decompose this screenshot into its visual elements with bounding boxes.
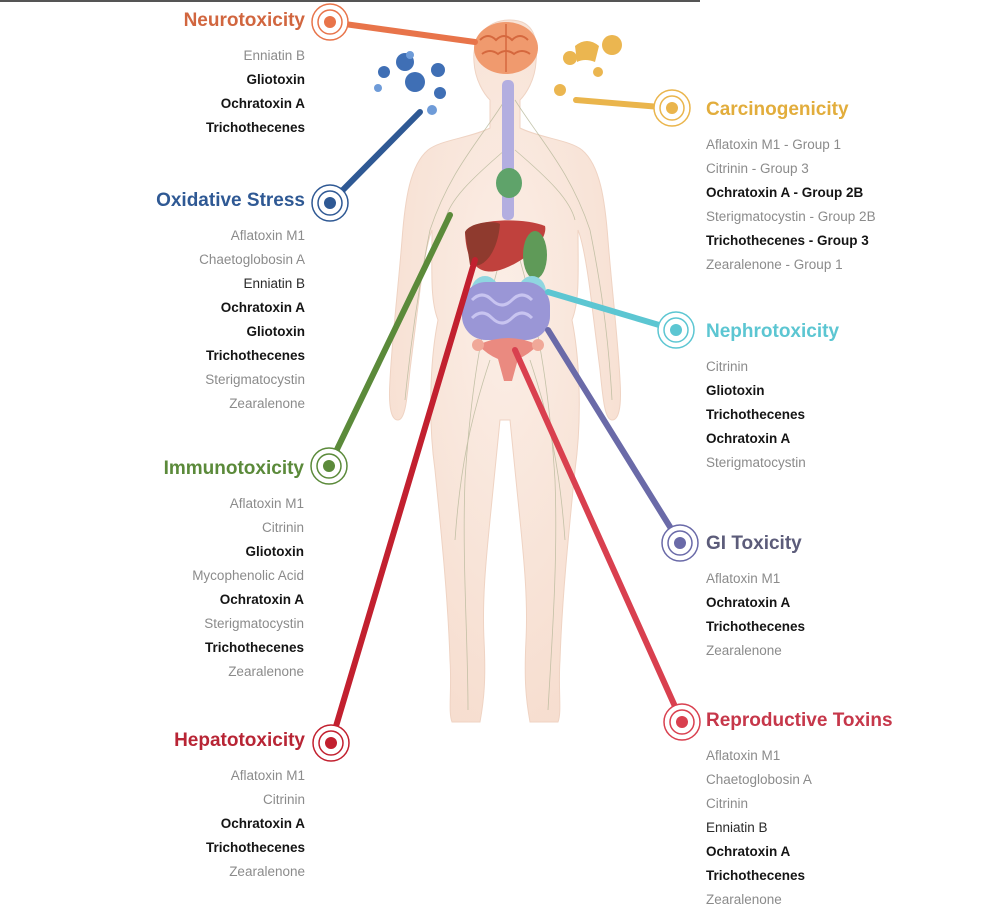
toxin-item: Citrinin	[706, 359, 749, 374]
toxin-item: Ochratoxin A	[220, 96, 305, 111]
toxin-item: Zearalenone	[706, 643, 782, 658]
target-ring-icon	[661, 524, 699, 562]
toxin-item: Zearalenone	[228, 664, 304, 679]
target-ring-icon	[311, 184, 349, 222]
nephro-connector-line	[545, 289, 679, 333]
immuno-connector-line	[326, 212, 453, 469]
stomach-icon	[523, 231, 547, 279]
target-ring-icon	[663, 703, 701, 741]
toxin-item: Aflatoxin M1	[230, 768, 305, 783]
toxin-item: Gliotoxin	[706, 383, 765, 398]
toxin-item: Sterigmatocystin	[204, 616, 304, 631]
brain-icon	[474, 22, 538, 74]
toxin-item: Trichothecenes	[205, 840, 305, 855]
toxin-item: Chaetoglobosin A	[199, 252, 305, 267]
toxin-item: Gliotoxin	[246, 324, 306, 339]
toxin-item: Chaetoglobosin A	[706, 772, 812, 787]
toxin-item: Trichothecenes	[706, 407, 806, 422]
toxin-item: Trichothecenes - Group 3	[706, 233, 869, 248]
hepato-title: Hepatotoxicity	[174, 730, 305, 751]
toxin-item: Ochratoxin A	[219, 592, 304, 607]
thyroid-icon	[496, 168, 522, 198]
toxin-item: Gliotoxin	[245, 544, 305, 559]
toxin-item: Trichothecenes	[204, 640, 304, 655]
toxin-item: Citrinin	[262, 792, 305, 807]
toxin-item: Aflatoxin M1 - Group 1	[706, 137, 842, 152]
toxin-item: Trichothecenes	[205, 120, 305, 135]
repro-connector-line	[512, 347, 685, 725]
neuro-title: Neurotoxicity	[183, 10, 305, 31]
toxin-item: Enniatin B	[243, 276, 305, 291]
toxin-item: Citrinin	[706, 796, 749, 811]
target-ring-icon	[312, 724, 350, 762]
toxin-item: Citrinin	[261, 520, 304, 535]
gi-title: GI Toxicity	[706, 533, 802, 554]
toxin-item: Sterigmatocystin	[205, 372, 305, 387]
toxin-item: Zearalenone	[229, 864, 305, 879]
target-ring-icon	[657, 311, 695, 349]
neuro-connector-line	[327, 19, 478, 45]
target-ring-icon	[310, 447, 348, 485]
toxin-item: Ochratoxin A	[220, 300, 305, 315]
toxin-item: Enniatin B	[243, 48, 305, 63]
target-ring-icon	[311, 3, 349, 41]
toxin-item: Aflatoxin M1	[230, 228, 305, 243]
toxin-item: Sterigmatocystin - Group 2B	[706, 209, 876, 224]
repro-title: Reproductive Toxins	[706, 710, 893, 731]
toxin-item: Enniatin B	[706, 820, 768, 835]
toxin-item: Citrinin - Group 3	[706, 161, 809, 176]
toxin-item: Zearalenone	[706, 892, 782, 907]
pathogen-cluster-icon	[374, 51, 446, 115]
toxin-item: Aflatoxin M1	[229, 496, 304, 511]
target-ring-icon	[653, 89, 691, 127]
carc-title: Carcinogenicity	[706, 99, 849, 120]
toxin-item: Gliotoxin	[246, 72, 306, 87]
oxid-title: Oxidative Stress	[156, 190, 305, 211]
intestines-icon	[462, 282, 550, 340]
top-divider	[0, 0, 700, 2]
toxin-item: Trichothecenes	[706, 868, 806, 883]
toxin-item: Ochratoxin A - Group 2B	[706, 185, 864, 200]
toxin-item: Ochratoxin A	[706, 595, 791, 610]
gi-connector-line	[545, 327, 683, 546]
toxin-item: Zearalenone	[229, 396, 305, 411]
toxin-item: Zearalenone - Group 1	[706, 257, 843, 272]
toxin-item: Mycophenolic Acid	[192, 568, 304, 583]
toxin-item: Trichothecenes	[706, 619, 806, 634]
uterus-icon	[472, 338, 544, 381]
toxin-item: Ochratoxin A	[220, 816, 305, 831]
mold-spore-icon	[554, 35, 622, 96]
toxin-item: Ochratoxin A	[706, 844, 791, 859]
toxin-item: Aflatoxin M1	[706, 748, 781, 763]
toxin-item: Ochratoxin A	[706, 431, 791, 446]
hepato-connector-line	[328, 257, 478, 746]
toxin-item: Aflatoxin M1	[706, 571, 781, 586]
nephro-title: Nephrotoxicity	[706, 321, 840, 342]
toxin-item: Sterigmatocystin	[706, 455, 806, 470]
immuno-title: Immunotoxicity	[163, 458, 304, 479]
oxid-connector-line	[327, 109, 423, 206]
toxin-item: Trichothecenes	[205, 348, 305, 363]
